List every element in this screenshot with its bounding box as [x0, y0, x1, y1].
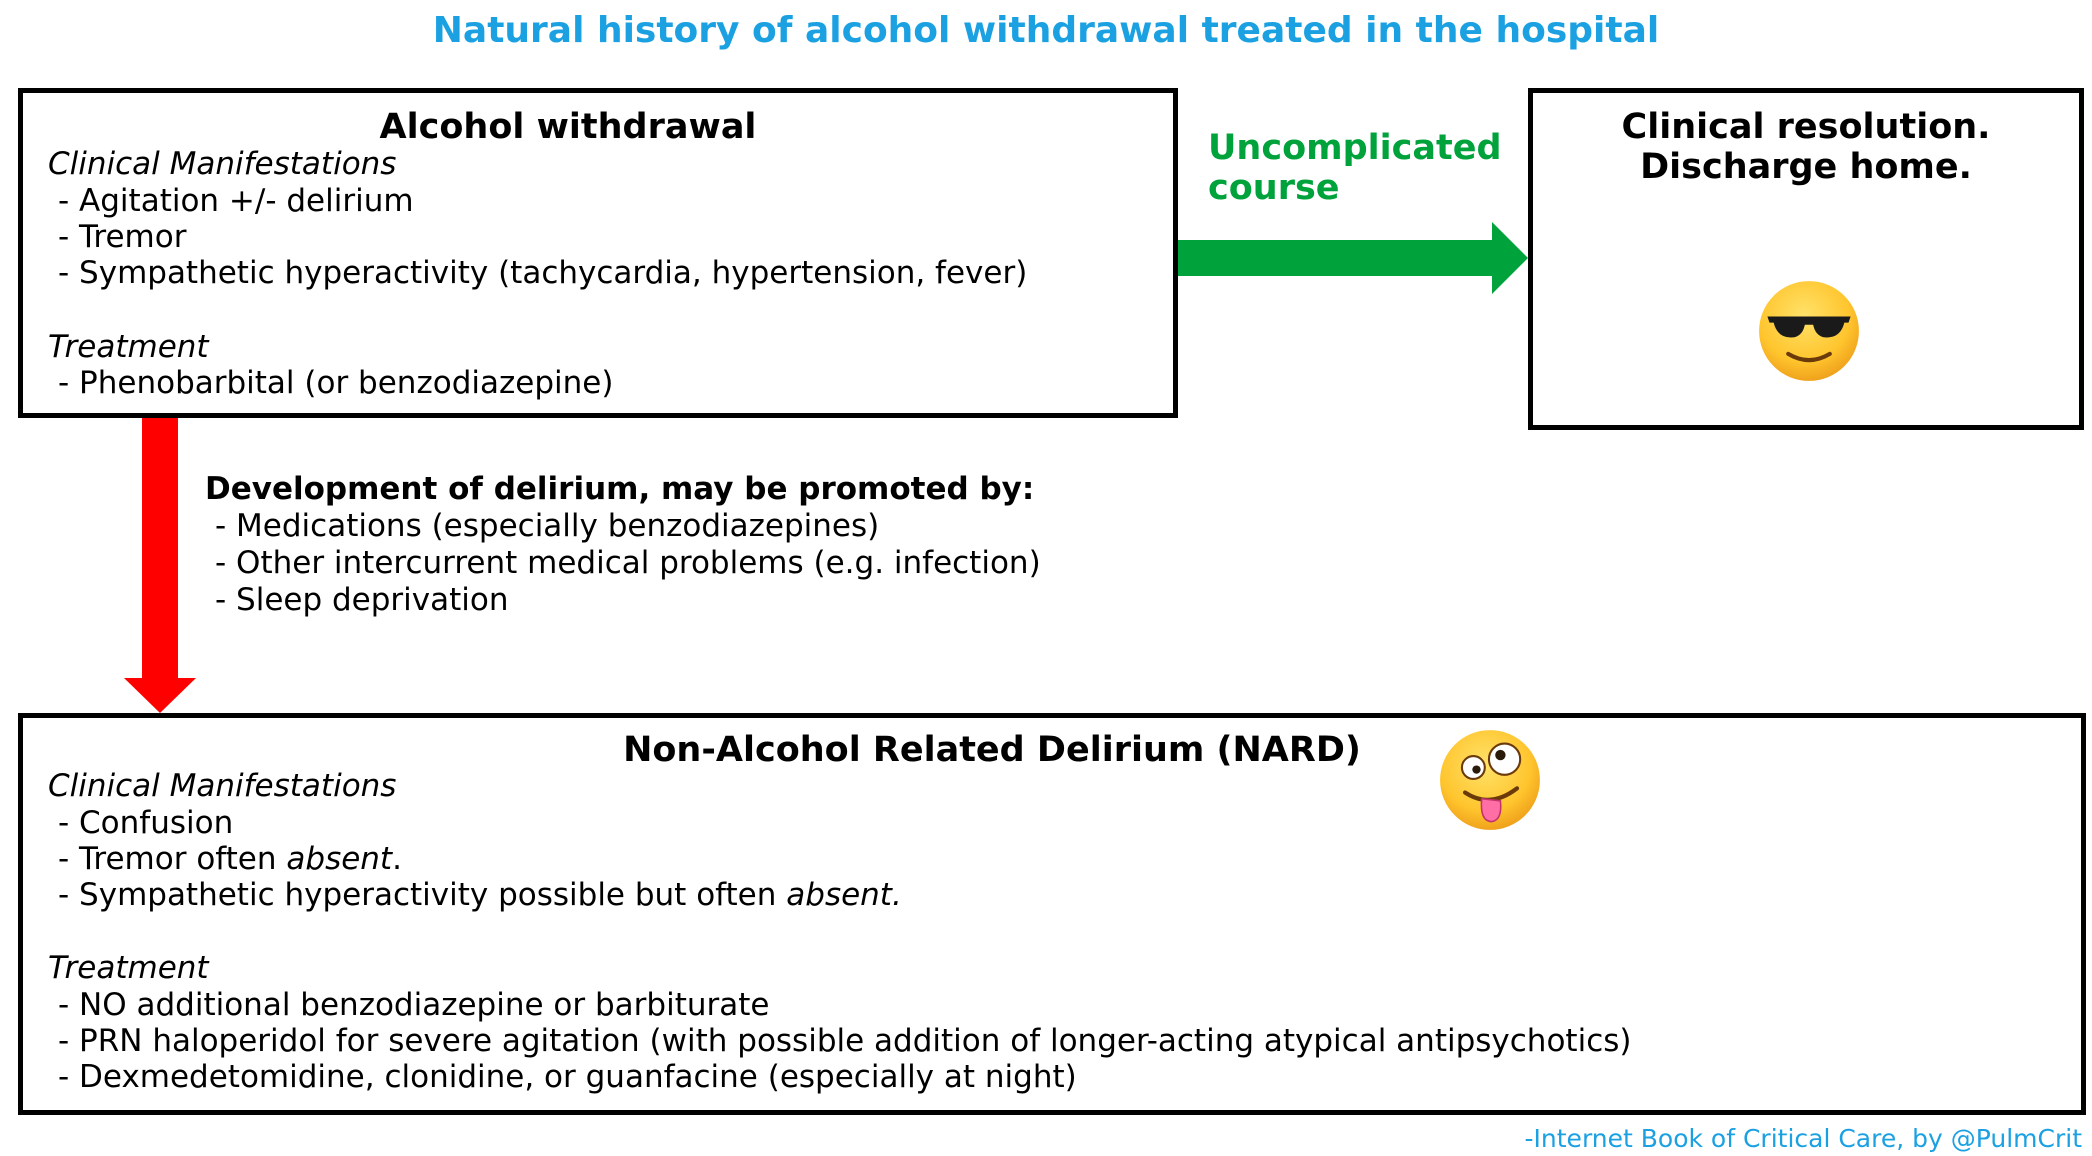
manifestation-item: - Agitation +/- delirium [58, 183, 414, 219]
manifestation-item: - Sympathetic hyperactivity (tachycardia… [58, 255, 1028, 291]
tremor-text: - Tremor often [58, 841, 287, 877]
sunglasses-smiley-icon [1759, 281, 1859, 381]
delirium-factor-item: - Sleep deprivation [215, 582, 509, 618]
tremor-suffix: . [392, 841, 402, 877]
nard-confusion-item: - Confusion [58, 805, 234, 841]
nard-title: Non-Alcohol Related Delirium (NARD) [623, 730, 1361, 770]
uncomplicated-line2: course [1208, 168, 1340, 208]
footer-credit: -Internet Book of Critical Care, by @Pul… [1524, 1124, 2082, 1153]
nard-sympathetic-item: - Sympathetic hyperactivity possible but… [58, 877, 902, 913]
uncomplicated-line1: Uncomplicated [1208, 128, 1502, 168]
resolution-line2: Discharge home. [1640, 147, 1972, 187]
nard-treatment-item: - PRN haloperidol for severe agitation (… [58, 1023, 1632, 1059]
nard-treatment-item: - Dexmedetomidine, clonidine, or guanfac… [58, 1059, 1077, 1095]
nard-box: Non-Alcohol Related Delirium (NARD) Clin… [18, 713, 2086, 1115]
manifestations-label: Clinical Manifestations [48, 146, 397, 182]
nard-manifestations-label: Clinical Manifestations [48, 768, 397, 804]
nard-treatment-label: Treatment [48, 950, 209, 986]
resolution-line1: Clinical resolution. [1621, 107, 1991, 147]
diagram-title: Natural history of alcohol withdrawal tr… [432, 10, 1660, 51]
sympathetic-text: - Sympathetic hyperactivity possible but… [58, 877, 787, 913]
nard-tremor-item: - Tremor often absent. [58, 841, 402, 877]
red-arrow [124, 418, 196, 713]
treatment-label: Treatment [48, 329, 209, 365]
delirium-factor-item: - Medications (especially benzodiazepine… [215, 508, 880, 544]
clinical-resolution-box: Clinical resolution. Discharge home. [1528, 88, 2084, 430]
tremor-emphasis: absent [286, 841, 393, 877]
green-arrow [1178, 222, 1528, 294]
alcohol-withdrawal-title: Alcohol withdrawal [379, 107, 757, 147]
treatment-item: - Phenobarbital (or benzodiazepine) [58, 365, 614, 401]
delirium-factor-item: - Other intercurrent medical problems (e… [215, 545, 1041, 581]
sympathetic-emphasis: absent. [786, 877, 902, 913]
alcohol-withdrawal-box: Alcohol withdrawal Clinical Manifestatio… [18, 88, 1178, 418]
delirium-development-title: Development of delirium, may be promoted… [205, 471, 1035, 507]
manifestation-item: - Tremor [58, 219, 187, 255]
nard-treatment-item: - NO additional benzodiazepine or barbit… [58, 987, 770, 1023]
zany-face-icon [1440, 730, 1540, 830]
uncomplicated-course-label: Uncomplicated course [1208, 128, 1502, 208]
